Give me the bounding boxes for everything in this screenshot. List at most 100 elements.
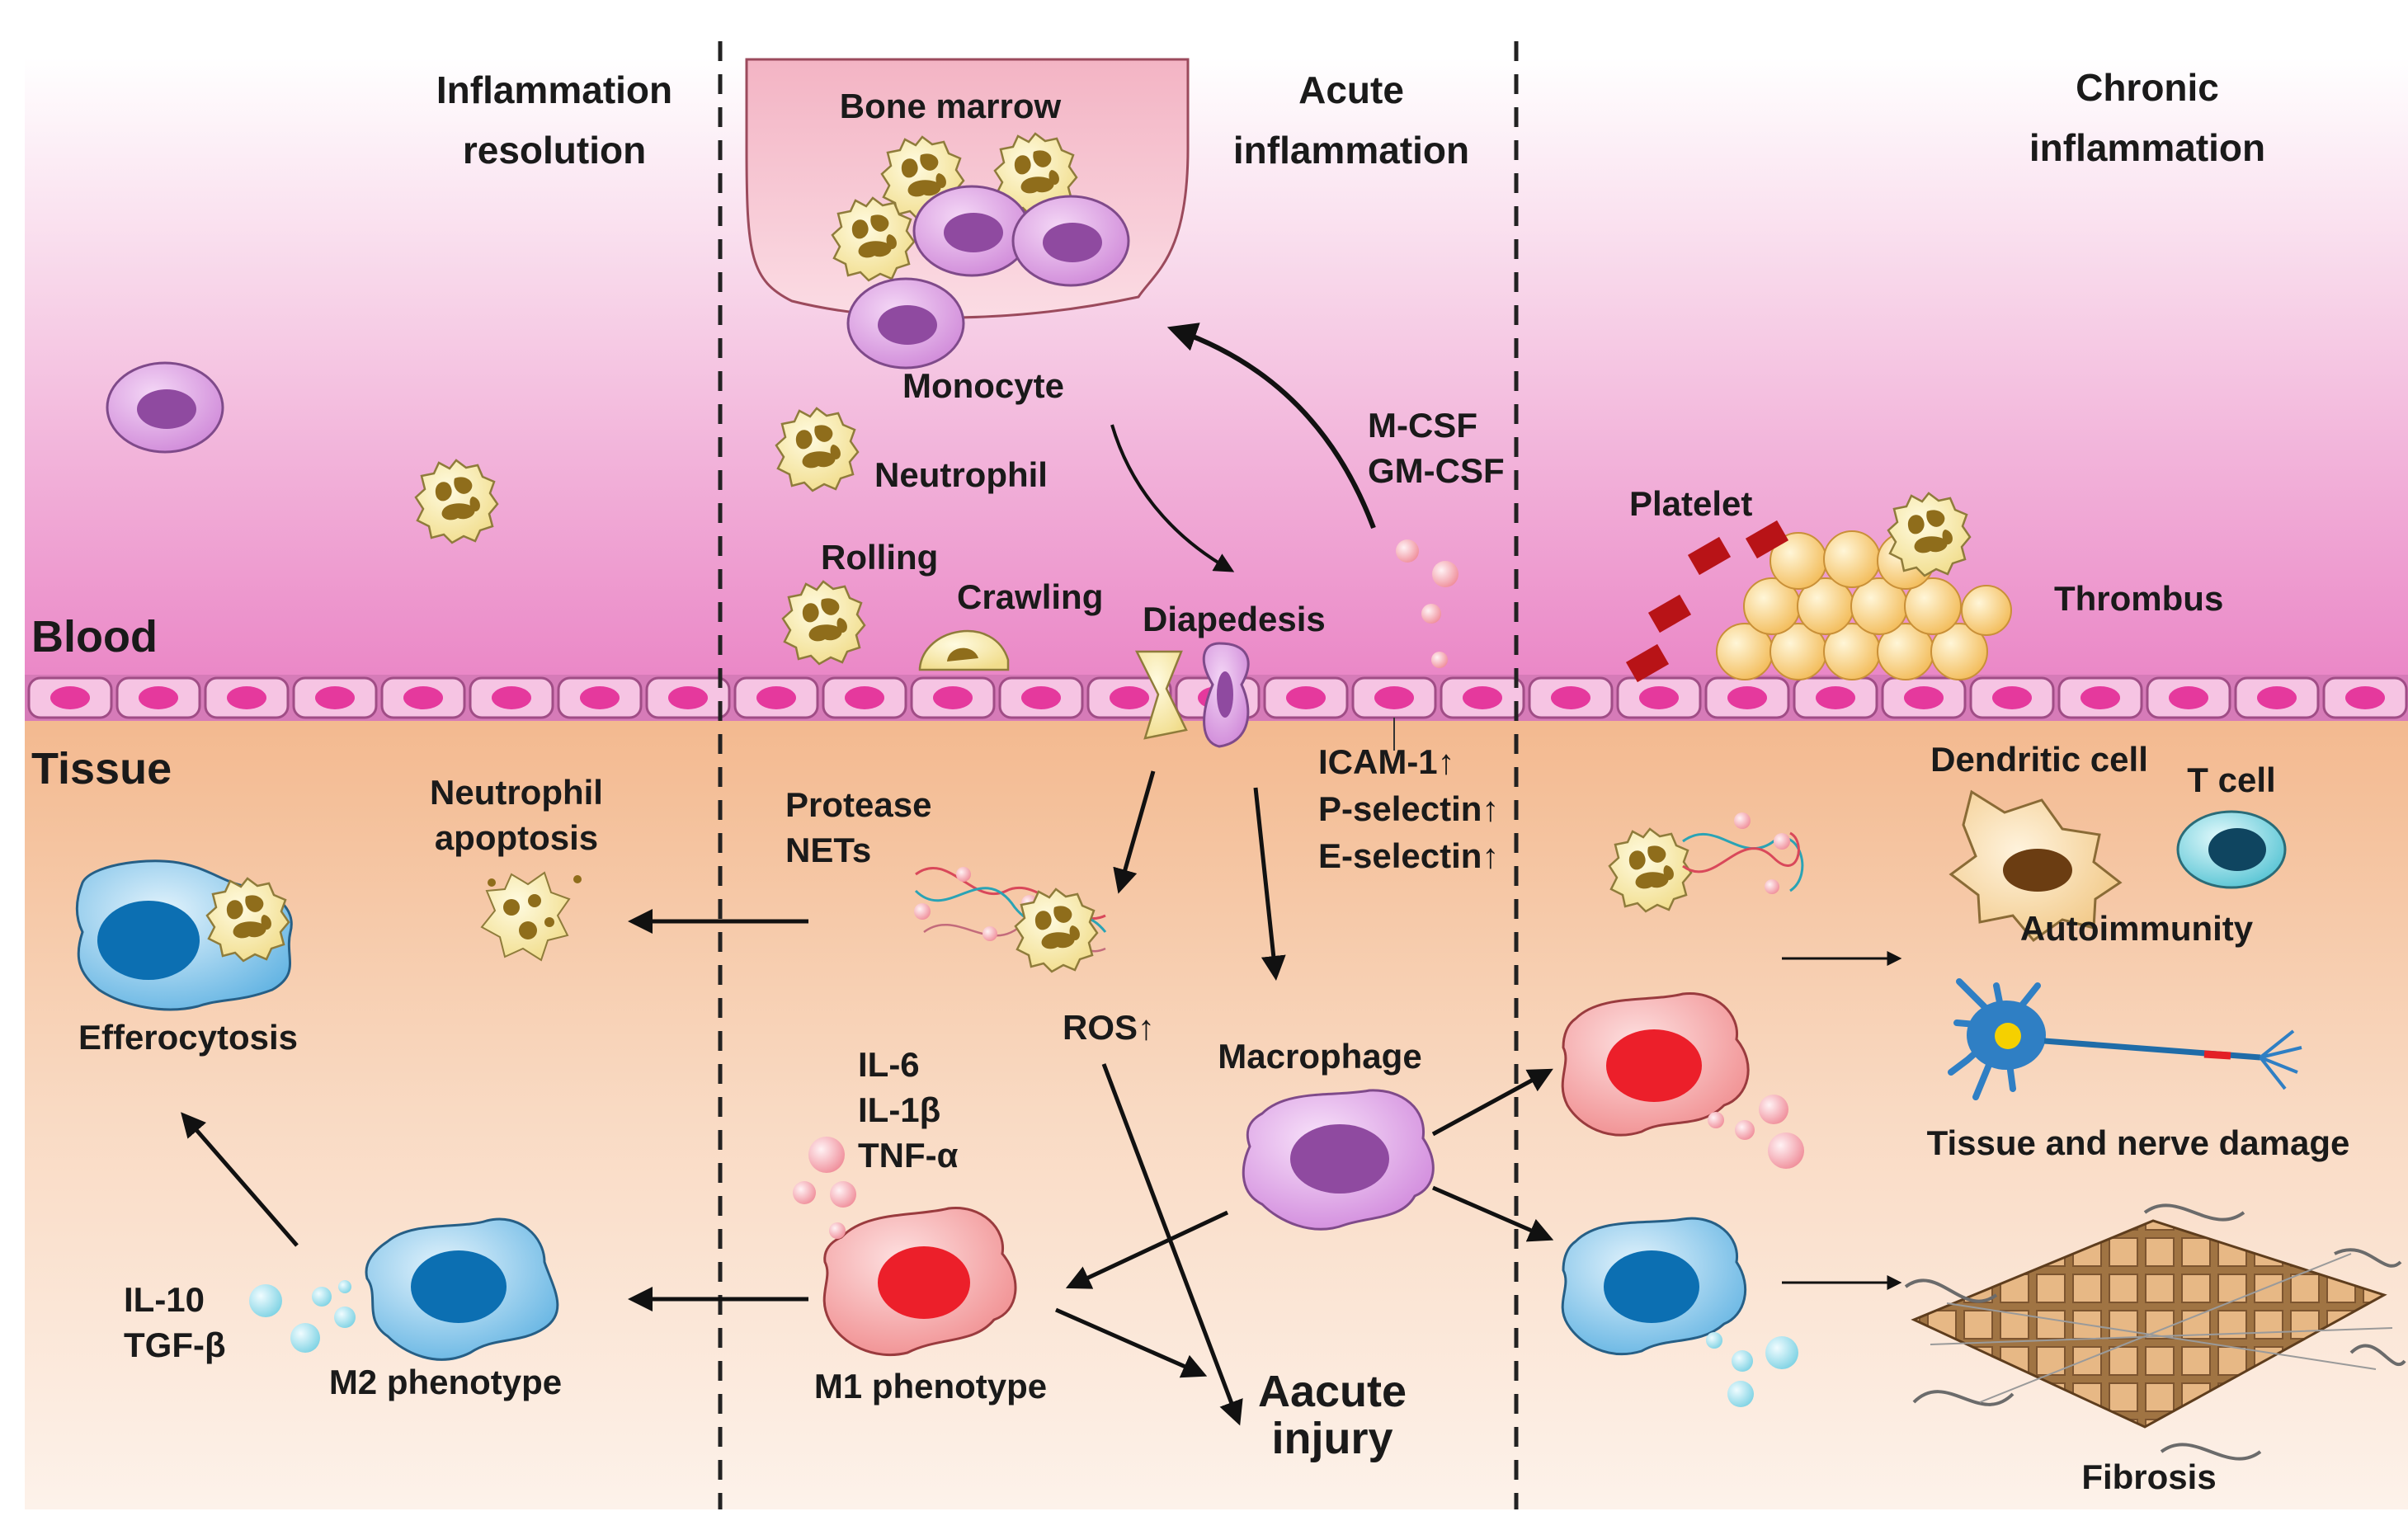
- efferocytosis-label: Efferocytosis: [78, 1018, 298, 1057]
- platelet-label: Platelet: [1629, 484, 1752, 523]
- chronic-m2-macrophage: [1561, 1217, 1747, 1356]
- pro-inflammatory-bubble: [793, 1181, 816, 1204]
- endothelial-cell: [115, 676, 201, 719]
- endothelial-cell: [998, 676, 1084, 719]
- thrombus: [1716, 530, 2012, 680]
- blood-compartment: [25, 58, 2408, 685]
- monocyte-label: Monocyte: [902, 366, 1064, 405]
- nets-label: NETs: [785, 831, 871, 869]
- chronic-anti-bubble: [1732, 1350, 1753, 1372]
- tissue-label: Tissue: [31, 744, 172, 793]
- chronic-pro-bubble: [1759, 1095, 1788, 1124]
- dendritic-cell-label: Dendritic cell: [1930, 740, 2148, 779]
- arrow-to-macrophage: [1253, 787, 1286, 981]
- endothelial-cell: [1528, 676, 1614, 719]
- cytokine-bubble: [1432, 561, 1458, 587]
- m1-phenotype-label: M1 phenotype: [814, 1367, 1047, 1406]
- neutrophil-label: Neutrophil: [874, 455, 1048, 494]
- endothelial-cell: [1351, 676, 1437, 719]
- marrow-monocyte-1: [912, 185, 1031, 277]
- acute-injury-label-1: Aacute: [1258, 1367, 1407, 1416]
- diapedesis-neutrophil: [1134, 650, 1188, 740]
- tissue-nerve-damage-label: Tissue and nerve damage: [1927, 1123, 2350, 1162]
- endothelial-cell: [645, 676, 731, 719]
- anti-inflammatory-bubble: [338, 1280, 351, 1293]
- anti-inflammatory-bubble: [249, 1284, 282, 1317]
- circulating-monocyte: [106, 361, 224, 454]
- arrow-macrophage-to-m1: [1065, 1210, 1229, 1289]
- chronic-anti-bubble: [1765, 1336, 1798, 1369]
- anti-inflammatory-bubble: [334, 1307, 356, 1328]
- cytokine-bubble: [1431, 652, 1448, 668]
- fibrosis-label: Fibrosis: [2081, 1457, 2216, 1496]
- p-selectin-label: P-selectin↑: [1318, 789, 1499, 828]
- pro-inflammatory-bubble: [829, 1222, 846, 1239]
- il1b-label: IL-1β: [858, 1090, 940, 1129]
- endothelial-cell: [469, 676, 554, 719]
- macrophage-label: Macrophage: [1218, 1037, 1421, 1076]
- diapedesis-monocyte-nucleus: [1217, 671, 1233, 718]
- autoimmunity-label: Autoimmunity: [2020, 909, 2254, 948]
- tnfa-label: TNF-α: [858, 1136, 959, 1175]
- section-title-resolution-1: Inflammation: [436, 68, 672, 111]
- dendritic-cell: [1949, 789, 2123, 943]
- il10-label: IL-10: [124, 1280, 205, 1319]
- crawling-neutrophil-nucleus: [947, 647, 978, 662]
- endothelial-cell: [910, 676, 996, 719]
- section-title-chronic-2: inflammation: [2029, 126, 2265, 169]
- apoptotic-neutrophil: [480, 871, 582, 962]
- rolling-label: Rolling: [821, 538, 938, 577]
- m-csf-label: M-CSF: [1368, 406, 1477, 445]
- chronic-anti-bubble: [1706, 1332, 1722, 1349]
- endothelial-cell: [1263, 676, 1349, 719]
- endothelial-cell: [1793, 676, 1878, 719]
- platelets: [1625, 520, 1789, 683]
- section-title-resolution-2: resolution: [463, 129, 646, 172]
- anti-inflammatory-bubble: [290, 1323, 320, 1353]
- chronic-pro-bubble: [1708, 1112, 1724, 1128]
- tgfb-label: TGF-β: [124, 1325, 226, 1364]
- endothelial-cell: [1704, 676, 1790, 719]
- endothelial-cell: [1616, 676, 1702, 719]
- cytokine-bubble: [1396, 539, 1419, 563]
- arrow-to-nets: [1113, 770, 1156, 894]
- section-title-acute-1: Acute: [1298, 68, 1404, 111]
- endothelial-cell: [557, 676, 643, 719]
- anti-inflammatory-bubble: [312, 1287, 332, 1307]
- endothelial-cell: [1881, 676, 1967, 719]
- endothelial-cell: [27, 676, 113, 719]
- endothelial-cell: [2146, 676, 2231, 719]
- cytokine-bubble: [1421, 604, 1441, 624]
- chronic-pro-bubble: [1768, 1132, 1804, 1169]
- m1-macrophage: [822, 1206, 1017, 1357]
- diapedesis-label: Diapedesis: [1143, 600, 1326, 638]
- chronic-pro-bubble: [1735, 1120, 1755, 1140]
- arrow-macrophage-to-chronic-m2: [1432, 1185, 1554, 1242]
- chronic-anti-bubble: [1727, 1381, 1754, 1407]
- neutrophil-apoptosis-label-1: Neutrophil: [430, 773, 603, 812]
- il6-label: IL-6: [858, 1045, 920, 1084]
- bone-marrow-label: Bone marrow: [840, 87, 1062, 125]
- endothelial-cell: [2234, 676, 2320, 719]
- neutrophil-apoptosis-label-2: apoptosis: [435, 818, 598, 857]
- endothelial-cell: [2322, 676, 2408, 719]
- endothelial-cell: [1969, 676, 2055, 719]
- fibrosis-mesh: [1904, 1203, 2406, 1461]
- thrombus-label: Thrombus: [2054, 579, 2223, 618]
- endothelial-cell: [822, 676, 907, 719]
- neuron: [1948, 978, 2302, 1100]
- protease-label: Protease: [785, 785, 931, 824]
- e-selectin-label: E-selectin↑: [1318, 836, 1499, 875]
- t-cell: [2176, 810, 2287, 889]
- macrophage: [1242, 1089, 1435, 1231]
- endothelial-cell: [380, 676, 466, 719]
- arrow-csf-to-marrow: [1166, 323, 1376, 530]
- ros-label: ROS↑: [1063, 1008, 1155, 1047]
- marrow-monocyte-3: [846, 277, 965, 370]
- t-cell-label: T cell: [2187, 760, 2275, 799]
- marrow-monocyte-2: [1011, 195, 1130, 287]
- m2-phenotype-label: M2 phenotype: [329, 1363, 562, 1401]
- crawling-label: Crawling: [957, 577, 1103, 616]
- endothelial-cell: [204, 676, 290, 719]
- arrow-m1-to-injury: [1054, 1307, 1208, 1378]
